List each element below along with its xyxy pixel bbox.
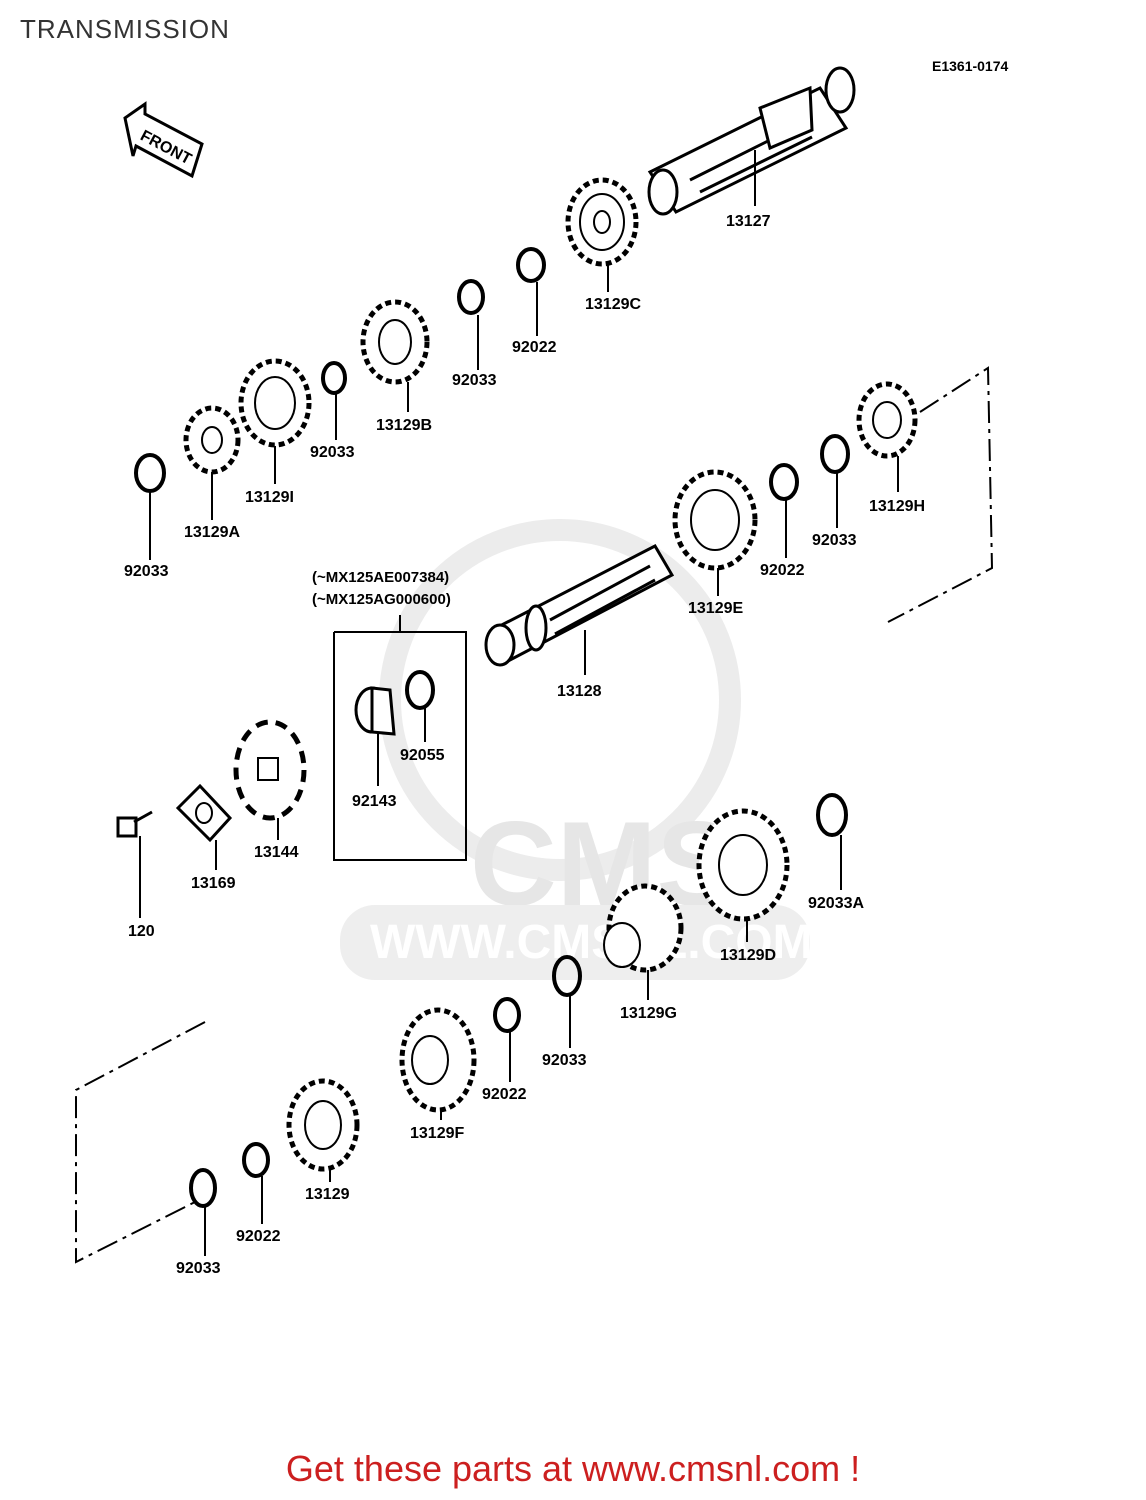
label-13129A: 13129A — [184, 524, 240, 541]
gear-13129H — [856, 381, 918, 459]
label-92033-f: 92033 — [176, 1260, 221, 1277]
gear-13129A — [183, 405, 241, 475]
label-92022-a: 92022 — [512, 339, 557, 356]
diagram-code: E1361-0174 — [932, 58, 1009, 74]
gear-13129D — [696, 808, 790, 922]
label-13129F: 13129F — [410, 1125, 464, 1142]
serial-note-2: (~MX125AG000600) — [312, 591, 451, 608]
counter-shaft-13128 — [484, 544, 675, 667]
label-13144: 13144 — [254, 844, 299, 861]
watermark: CMS WWW.CMSNL.COM — [340, 519, 813, 980]
label-92022-c: 92022 — [482, 1086, 527, 1103]
footer-link[interactable]: Get these parts at www.cmsnl.com ! — [285, 1448, 861, 1489]
label-92143: 92143 — [352, 793, 397, 810]
gear-13129C — [565, 177, 639, 267]
lock-plate-13169 — [175, 783, 233, 843]
label-13129D: 13129D — [720, 947, 776, 964]
part-labels: 13127 13129C 92022 92033 13129B 92033 13… — [124, 213, 925, 1277]
main-shaft-13127 — [647, 66, 856, 216]
label-13128: 13128 — [557, 683, 602, 700]
label-92033-e: 92033 — [542, 1052, 587, 1069]
gear-13129B — [360, 299, 430, 385]
label-13169: 13169 — [191, 875, 236, 892]
gear-13129E — [672, 469, 758, 571]
label-13129G: 13129G — [620, 1005, 677, 1022]
exploded-parts-diagram: CMS WWW.CMSNL.COM FRONT (~MX125AE007384) — [75, 66, 994, 1277]
label-13129E: 13129E — [688, 600, 743, 617]
leader-lines — [139, 264, 899, 1256]
label-92022-d: 92022 — [236, 1228, 281, 1245]
label-13127: 13127 — [726, 213, 771, 230]
gear-13129F — [399, 1007, 477, 1113]
label-92033-d: 92033 — [812, 532, 857, 549]
label-13129B: 13129B — [376, 417, 432, 434]
label-13129: 13129 — [305, 1186, 350, 1203]
label-92055: 92055 — [400, 747, 445, 764]
label-92022-b: 92022 — [760, 562, 805, 579]
label-13129H: 13129H — [869, 498, 925, 515]
front-arrow-icon: FRONT — [123, 101, 204, 179]
assembly-bracket-left — [75, 1021, 206, 1264]
watermark-url: WWW.CMSNL.COM — [370, 916, 813, 969]
assembly-bracket-right — [887, 366, 994, 623]
collar-92143 — [354, 686, 396, 736]
label-13129C: 13129C — [585, 296, 641, 313]
label-120: 120 — [128, 923, 155, 940]
label-13129I: 13129I — [245, 489, 294, 506]
serial-note-1: (~MX125AE007384) — [312, 569, 449, 586]
sprocket-13144 — [233, 719, 307, 821]
label-92033-c: 92033 — [124, 563, 169, 580]
label-92033-a: 92033 — [452, 372, 497, 389]
serial-note-box: (~MX125AE007384) (~MX125AG000600) — [312, 569, 467, 861]
label-92033A: 92033A — [808, 895, 864, 912]
label-92033-b: 92033 — [310, 444, 355, 461]
gear-13129 — [286, 1078, 360, 1172]
page-title: TRANSMISSION — [20, 14, 230, 44]
bolt-120 — [116, 810, 153, 838]
gear-13129I — [238, 358, 312, 448]
washers — [134, 247, 850, 1208]
gear-13129G — [603, 883, 684, 973]
